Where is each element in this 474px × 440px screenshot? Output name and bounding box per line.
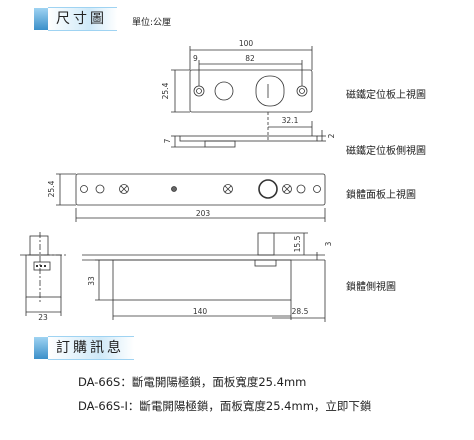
screw-right <box>282 184 292 194</box>
faceplate-hole-left <box>80 185 88 193</box>
magnet-hole-center <box>214 81 234 101</box>
faceplate-top <box>75 173 326 206</box>
header-accent-bar <box>34 8 48 30</box>
screw-mid <box>223 184 233 194</box>
magnet-block-side <box>204 140 236 148</box>
body-end-bolt <box>29 235 49 256</box>
body-bolt <box>257 232 275 256</box>
faceplate-hole-left2 <box>95 184 105 194</box>
magnet-hole-right <box>296 85 308 97</box>
magnet-plate-side <box>179 135 318 142</box>
magnet-hole-left <box>193 85 205 97</box>
unit-label: 單位:公厘 <box>132 18 172 28</box>
magnet-slot <box>255 75 285 107</box>
dim-9: 9 <box>193 54 198 63</box>
dim-82: 82 <box>245 54 255 63</box>
dim-2: 2 <box>327 133 336 138</box>
view-label-top: 磁鐵定位板上視圖 <box>346 90 426 101</box>
dim-15-5: 15.5 <box>293 235 302 252</box>
dim-140: 140 <box>193 307 208 316</box>
dim-100: 100 <box>239 39 254 48</box>
view-label-faceplate: 鎖體面板上視圖 <box>346 190 416 201</box>
body-end-view <box>25 254 62 298</box>
faceplate-hole-right <box>313 185 321 193</box>
faceplate-hole-right2 <box>296 184 306 194</box>
bolt-hole <box>258 179 278 199</box>
dimension-header: 尺寸圖 <box>34 7 117 31</box>
screw-left <box>119 184 129 194</box>
magnet-plate-top <box>189 69 313 113</box>
dimension-title: 尺寸圖 <box>48 7 117 31</box>
order-item-2: DA-66S-I：斷電開陽極鎖，面板寬度25.4mm，立即下鎖 <box>78 399 372 413</box>
body-case <box>112 259 292 301</box>
dim-203: 203 <box>196 209 211 218</box>
dim-33: 33 <box>87 276 96 286</box>
order-title: 訂購訊息 <box>48 336 134 360</box>
dim-23: 23 <box>38 313 48 322</box>
body-end-connector <box>33 261 51 271</box>
dim-3: 3 <box>324 241 333 246</box>
view-label-body: 鎖體側視圖 <box>346 282 396 293</box>
dim-25-4-body: 25.4 <box>47 180 56 197</box>
dim-28-5: 28.5 <box>292 307 309 316</box>
order-accent-bar <box>34 337 48 359</box>
dim-25-4-top: 25.4 <box>161 82 170 99</box>
order-item-1: DA-66S：斷電開陽極鎖，面板寬度25.4mm <box>78 375 307 389</box>
dim-7: 7 <box>163 138 172 143</box>
view-label-side: 磁鐵定位板側視圖 <box>346 146 426 157</box>
dim-32-1: 32.1 <box>282 116 299 125</box>
order-header: 訂購訊息 <box>34 336 134 360</box>
